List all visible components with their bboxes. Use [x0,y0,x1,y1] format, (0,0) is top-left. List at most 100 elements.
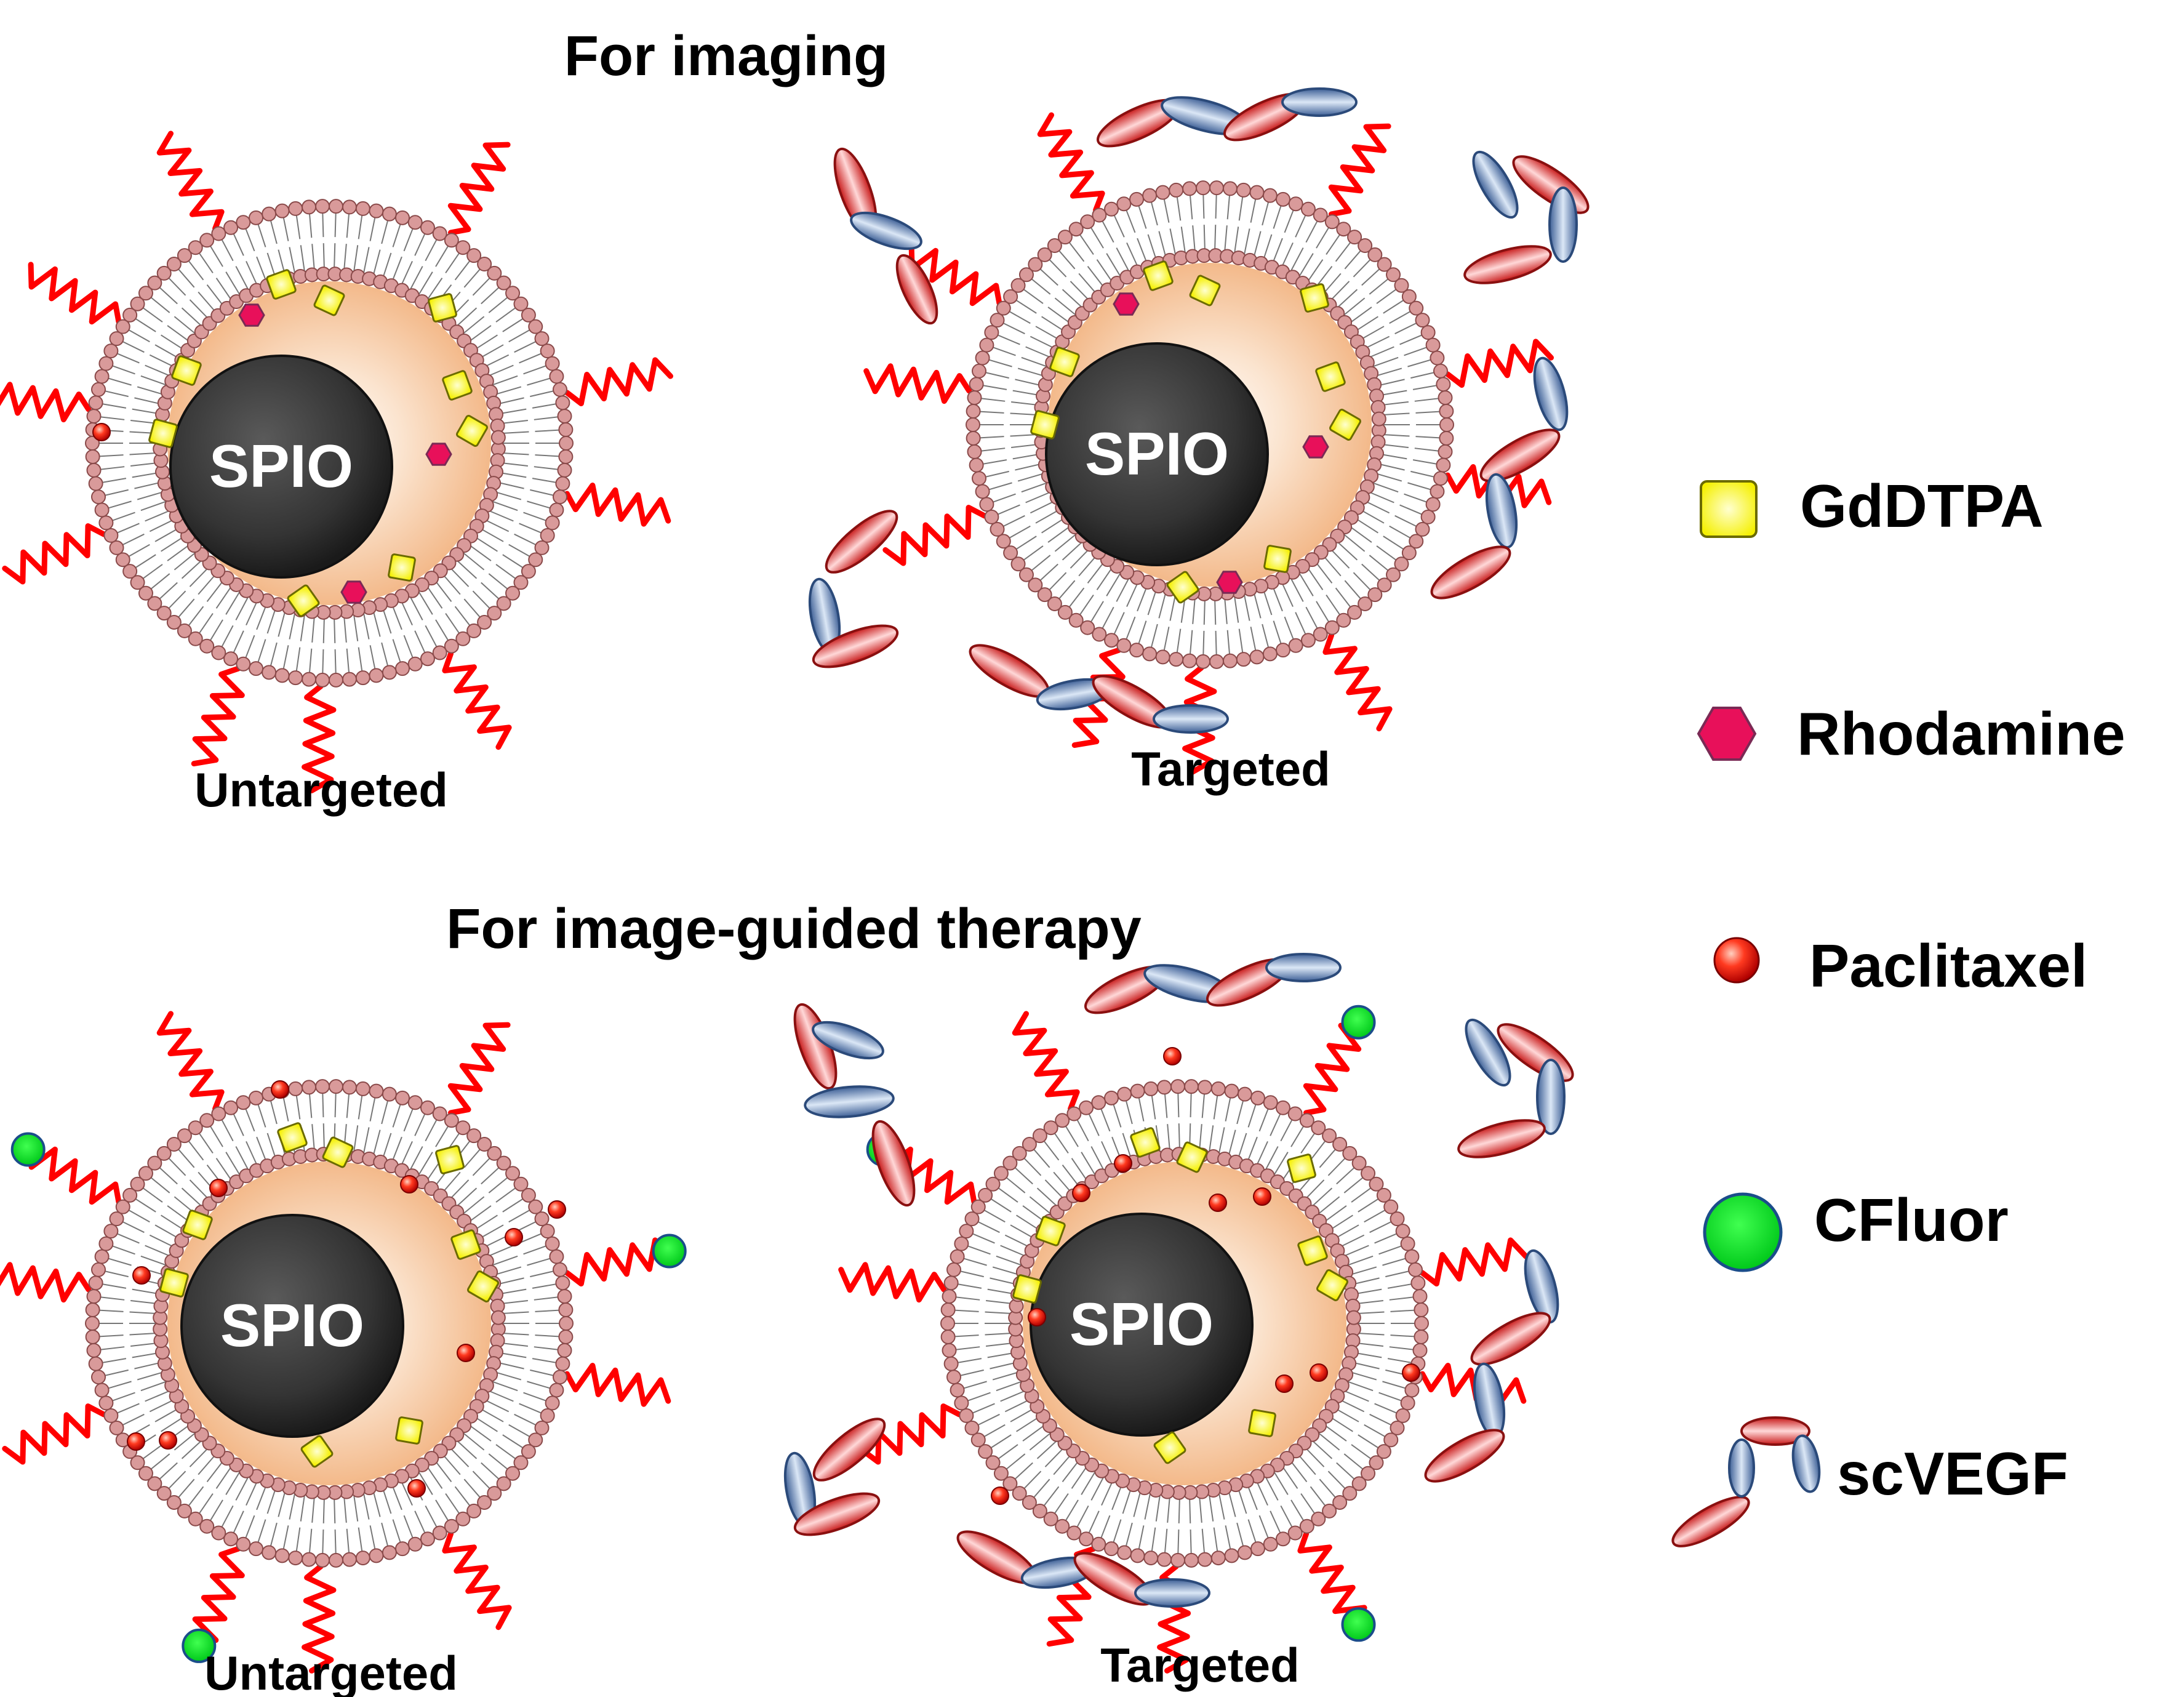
cfluor-dot [1343,1608,1375,1640]
peg-chain [866,366,969,401]
peg-chain [1040,115,1102,210]
peg-chain [841,1265,944,1300]
gddtpa-square [160,1269,189,1298]
rhodamine-hexagon [426,444,451,465]
paclitaxel-dot [127,1433,145,1450]
paclitaxel-dot [210,1179,227,1197]
caption-targeted-imaging: Targeted [1131,742,1330,796]
paclitaxel-dot [505,1229,522,1246]
section-heading-imaging: For imaging [564,25,888,87]
paclitaxel-dot [548,1201,566,1218]
paclitaxel-dot [408,1480,425,1497]
peg-chain [1422,1240,1526,1284]
legend-item-cfluor: CFluor [1705,1186,2009,1270]
gddtpa-square [1264,545,1291,572]
paclitaxel-dot [457,1344,474,1362]
gddtpa-square [1300,284,1329,313]
scvegf-red-domain [818,502,905,581]
peg-chain [1326,635,1390,729]
paclitaxel-dot [1028,1309,1046,1326]
paclitaxel-dot [271,1081,289,1098]
peg-chain [1331,126,1388,214]
particle-untargeted-imaging: SPIO [0,134,671,790]
scvegf-red-domain [1666,1488,1754,1555]
gddtpa-square [149,419,178,448]
gddtpa-square [1287,1154,1316,1183]
paclitaxel-dot [133,1267,150,1284]
spio-label: SPIO [1070,1290,1214,1358]
scvegf-red-domain [1465,1304,1557,1374]
particle-untargeted-therapy: SPIO [0,1014,686,1671]
cfluor-dot [1343,1006,1375,1038]
legend-item-paclitaxel: Paclitaxel [1714,932,2087,1000]
scvegf-blue-domain [1729,1440,1754,1496]
legend-item-rhodamine: Rhodamine [1698,700,2126,768]
scvegf-blue-domain [1789,1434,1823,1494]
legend-label-rhodamine: Rhodamine [1797,700,2126,768]
gddtpa-square [388,554,415,581]
rhodamine-hexagon [342,582,366,603]
legend-item-scvegf: scVEGF [1666,1418,2068,1555]
gddtpa-square [436,1145,465,1174]
scvegf-blue-domain [1528,355,1574,433]
legend-item-gddtpa: GdDTPA [1701,472,2044,540]
peg-chain [1015,1014,1077,1109]
paclitaxel-dot [1402,1364,1420,1381]
peg-chain [194,668,242,763]
peg-chain [450,145,508,233]
legend-label-scvegf: scVEGF [1837,1440,2068,1507]
particle-targeted-therapy: SPIO [780,950,1580,1671]
scvegf-blue-domain [1550,188,1577,262]
peg-chain [450,1025,508,1113]
peg-chain [1422,1366,1523,1405]
peg-chain [159,134,222,228]
caption-untargeted-therapy: Untargeted [204,1646,458,1697]
paclitaxel-dot [401,1176,418,1193]
rhodamine-hexagon [239,305,264,326]
peg-chain [567,486,668,524]
paclitaxel-dot [93,423,110,441]
peg-chain [445,654,509,747]
paclitaxel-dot [1114,1155,1132,1172]
paclitaxel-dot [991,1487,1009,1504]
scvegf-red-domain [1461,239,1554,291]
peg-chain [159,1014,222,1109]
peg-chain [886,508,985,563]
scvegf-blue-domain [1135,1579,1209,1607]
cfluor-dot [654,1235,686,1267]
paclitaxel-dot [1254,1188,1271,1205]
caption-targeted-therapy: Targeted [1100,1638,1300,1692]
legend-label-cfluor: CFluor [1814,1186,2009,1254]
peg-chain [567,1366,668,1405]
legend-label-paclitaxel: Paclitaxel [1809,932,2087,1000]
scvegf-red-domain [1425,537,1517,608]
paclitaxel-dot [1164,1048,1181,1065]
spio-label: SPIO [220,1291,364,1359]
peg-chain [31,265,119,322]
red-sphere-icon [1714,938,1759,982]
peg-chain [0,385,89,420]
rhodamine-hexagon [1303,436,1328,458]
gddtpa-square [1013,1275,1042,1304]
legend: GdDTPA Rhodamine Paclitaxel CFluor scVEG… [1666,472,2125,1555]
peg-chain [0,1265,89,1300]
scvegf-blue-domain [1470,1362,1509,1439]
peg-chain [445,1534,509,1627]
gddtpa-square [1031,411,1060,439]
scvegf-protein-icon [1666,1418,1823,1555]
scvegf-red-domain [1455,1113,1548,1165]
gddtpa-square [1249,1410,1276,1437]
green-circle-icon [1705,1194,1781,1270]
yellow-square-icon [1701,481,1756,537]
scvegf-blue-domain [1266,954,1340,981]
peg-chain [5,526,104,582]
gddtpa-square [396,1417,423,1444]
magenta-hexagon-icon [1698,708,1755,760]
cfluor-dot [12,1134,44,1166]
paclitaxel-dot [1310,1364,1327,1381]
paclitaxel-dot [1073,1184,1090,1202]
spio-label: SPIO [1085,420,1229,487]
spio-label: SPIO [209,432,353,500]
paclitaxel-dot [1209,1194,1226,1211]
